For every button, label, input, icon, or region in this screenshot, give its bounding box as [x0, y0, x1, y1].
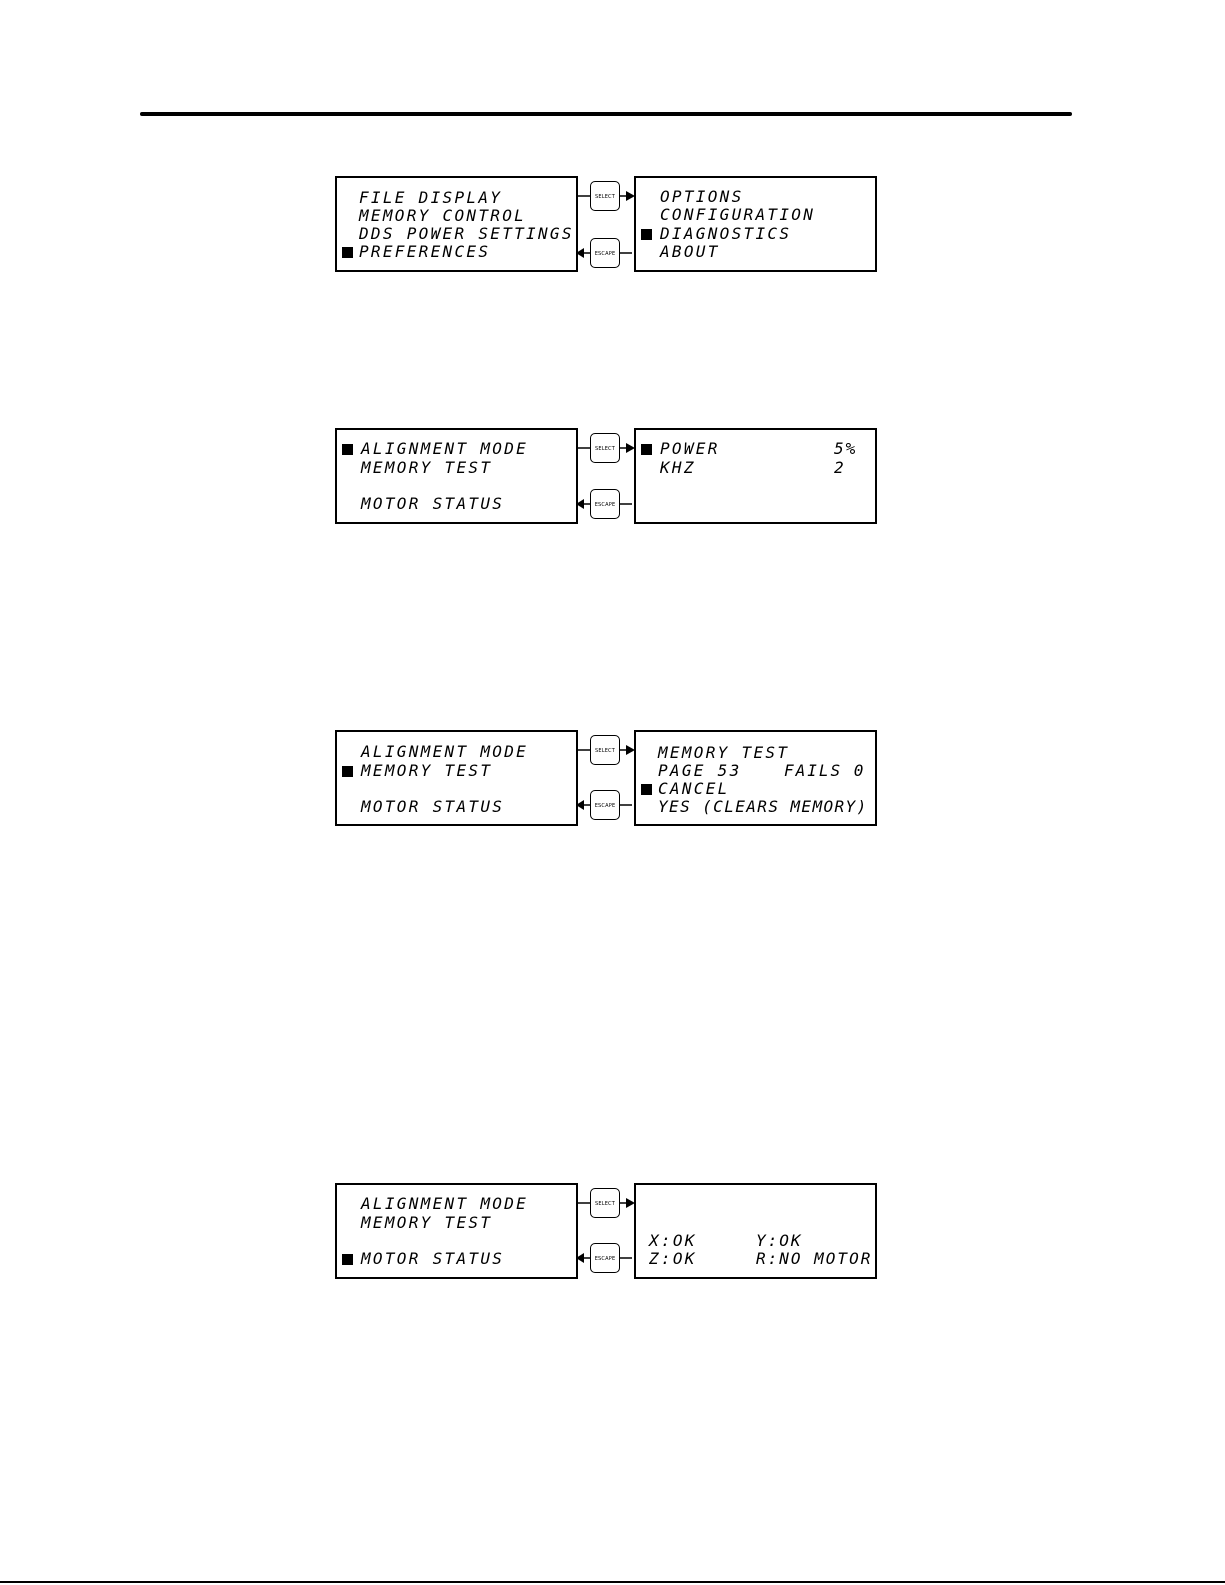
menu-item-about[interactable]: ABOUT [660, 242, 720, 261]
memory-test-title: MEMORY TEST [658, 743, 790, 762]
menu-item-configuration[interactable]: CONFIGURATION [660, 205, 816, 224]
setting-khz-value: 2 [834, 458, 846, 477]
preferences-submenu-display: OPTIONS CONFIGURATION DIAGNOSTICS ABOUT [634, 176, 877, 272]
menu-item-memory-test[interactable]: MEMORY TEST [361, 761, 493, 780]
selection-cursor-icon [641, 444, 652, 455]
option-yes-clears-memory[interactable]: YES (CLEARS MEMORY) [658, 797, 868, 816]
bottom-rule [0, 1581, 1225, 1583]
diagnostics-menu-display: ALIGNMENT MODE MEMORY TEST MOTOR STATUS [335, 1183, 578, 1279]
menu-item-alignment-mode[interactable]: ALIGNMENT MODE [361, 1194, 529, 1213]
selection-cursor-icon [641, 229, 652, 240]
escape-key[interactable]: ESCAPE [590, 489, 620, 519]
main-menu-display: FILE DISPLAY MEMORY CONTROL DDS POWER SE… [335, 176, 578, 272]
alignment-mode-display: POWER 5% KHZ 2 [634, 428, 877, 524]
motor-status-z: Z:OK [649, 1249, 697, 1268]
menu-item-preferences[interactable]: PREFERENCES [359, 242, 491, 261]
menu-item-diagnostics[interactable]: DIAGNOSTICS [660, 224, 792, 243]
select-key[interactable]: SELECT [590, 735, 620, 765]
navigation-arrows [576, 1198, 635, 1263]
select-key[interactable]: SELECT [590, 181, 620, 211]
selection-cursor-icon [641, 784, 652, 795]
navigation-arrows [576, 443, 635, 509]
escape-key[interactable]: ESCAPE [590, 1243, 620, 1273]
menu-screen-row-4: ALIGNMENT MODE MEMORY TEST MOTOR STATUS … [0, 1183, 1225, 1279]
escape-key[interactable]: ESCAPE [590, 238, 620, 268]
motor-status-x: X:OK [649, 1231, 697, 1250]
menu-screen-row-2: ALIGNMENT MODE MEMORY TEST MOTOR STATUS … [0, 428, 1225, 524]
menu-item-file-display[interactable]: FILE DISPLAY [359, 188, 503, 207]
setting-power-label[interactable]: POWER [660, 439, 720, 458]
selection-cursor-icon [342, 247, 353, 258]
top-rule [140, 112, 1072, 116]
menu-item-alignment-mode[interactable]: ALIGNMENT MODE [361, 439, 529, 458]
menu-screen-row-1: FILE DISPLAY MEMORY CONTROL DDS POWER SE… [0, 176, 1225, 272]
memory-test-fails: FAILS 0 [784, 761, 866, 780]
select-key[interactable]: SELECT [590, 433, 620, 463]
menu-item-alignment-mode[interactable]: ALIGNMENT MODE [361, 742, 529, 761]
selection-cursor-icon [342, 766, 353, 777]
motor-status-y: Y:OK [756, 1231, 803, 1250]
diagnostics-menu-display: ALIGNMENT MODE MEMORY TEST MOTOR STATUS [335, 730, 578, 826]
setting-power-value: 5% [834, 439, 858, 458]
setting-khz-label[interactable]: KHZ [660, 458, 696, 477]
escape-key[interactable]: ESCAPE [590, 790, 620, 820]
motor-status-r: R:NO MOTOR [756, 1249, 873, 1268]
menu-item-options[interactable]: OPTIONS [660, 187, 744, 206]
option-cancel[interactable]: CANCEL [658, 779, 730, 798]
memory-test-display: MEMORY TEST PAGE 53 FAILS 0 CANCEL YES (… [634, 730, 877, 826]
selection-cursor-icon [342, 1254, 353, 1265]
memory-test-page: PAGE 53 [658, 761, 742, 780]
menu-item-motor-status[interactable]: MOTOR STATUS [361, 494, 505, 513]
select-key[interactable]: SELECT [590, 1188, 620, 1218]
menu-item-motor-status[interactable]: MOTOR STATUS [361, 1249, 505, 1268]
menu-item-memory-control[interactable]: MEMORY CONTROL [359, 206, 527, 225]
navigation-arrows [576, 191, 635, 258]
menu-item-dds-power-settings[interactable]: DDS POWER SETTINGS [359, 224, 574, 243]
menu-item-motor-status[interactable]: MOTOR STATUS [361, 797, 505, 816]
motor-status-display: X:OK Y:OK Z:OK R:NO MOTOR [634, 1183, 877, 1279]
diagnostics-menu-display: ALIGNMENT MODE MEMORY TEST MOTOR STATUS [335, 428, 578, 524]
menu-item-memory-test[interactable]: MEMORY TEST [361, 1213, 493, 1232]
menu-item-memory-test[interactable]: MEMORY TEST [361, 458, 493, 477]
menu-screen-row-3: ALIGNMENT MODE MEMORY TEST MOTOR STATUS … [0, 730, 1225, 826]
navigation-arrows [576, 745, 635, 810]
selection-cursor-icon [342, 444, 353, 455]
